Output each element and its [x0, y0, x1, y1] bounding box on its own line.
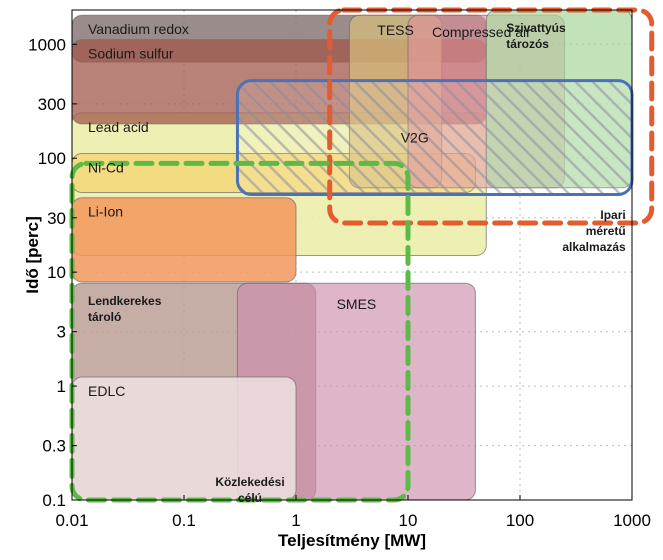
y-tick-label: 1000	[28, 35, 66, 54]
region-label-edlc: EDLC	[88, 383, 125, 399]
region-label-lead-acid: Lead acid	[88, 119, 149, 135]
region-label-compressed-air: Compressed air	[432, 24, 531, 40]
x-tick-label: 1	[291, 511, 300, 530]
x-tick-label: 1000	[613, 511, 651, 530]
x-tick-label: 100	[506, 511, 534, 530]
region-label-li-ion: Li-Ion	[88, 204, 123, 220]
plot-frame	[71, 9, 633, 501]
y-tick-label: 300	[38, 95, 66, 114]
region-label-smes: SMES	[337, 296, 377, 312]
x-tick-label: 10	[399, 511, 418, 530]
overlay-ipari-meretu-alkalmazas	[327, 7, 655, 226]
y-tick-label: 30	[47, 209, 66, 228]
y-tick-label: 3	[57, 323, 66, 342]
region-label-vanadium-redox: Vanadium redox	[88, 21, 189, 37]
y-tick-label: 1	[57, 377, 66, 396]
region-label-tess: TESS	[377, 22, 414, 38]
overlay-v2g	[235, 79, 634, 197]
y-tick-label: 10	[47, 263, 66, 282]
y-tick-label: 0.3	[42, 437, 66, 456]
y-tick-label: 0.1	[42, 491, 66, 510]
region-label-ni-cd: Ni-Cd	[88, 160, 124, 176]
region-label-sodium-sulfur: Sodium sulfur	[88, 46, 174, 62]
x-axis-title: Teljesítmény [MW]	[278, 531, 426, 550]
overlay-label-v2g: V2G	[401, 130, 429, 146]
x-tick-label: 0.01	[55, 511, 88, 530]
x-tick-label: 0.1	[172, 511, 196, 530]
y-axis-title: Idő [perc]	[23, 216, 42, 293]
y-tick-label: 100	[38, 149, 66, 168]
